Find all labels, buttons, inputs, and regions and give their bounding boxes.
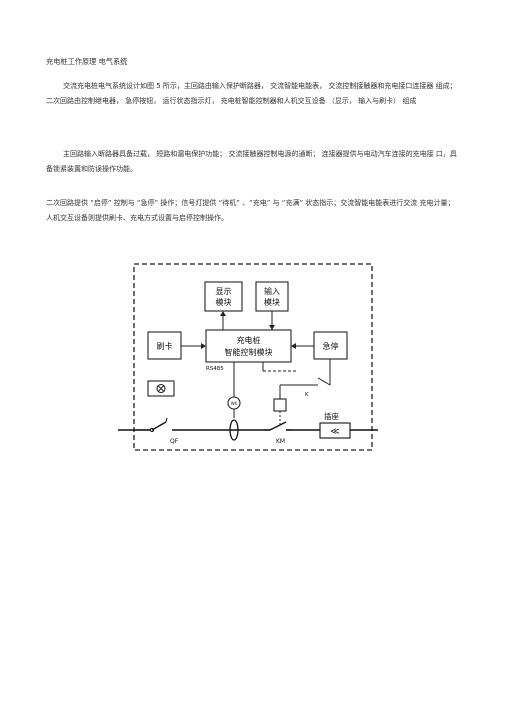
paragraph-system-composition: 交流充电桩电气系统设计如图 5 所示，主回路由输入保护断路器， 交流智能电能表，… — [46, 82, 457, 105]
energy-meter-symbol: Wh — [231, 401, 238, 406]
arrowhead-card — [201, 343, 206, 349]
display-module-label-line2: 模块 — [216, 297, 232, 307]
diagram-svg: 显示 模块 输入 模块 充电桩 智能控制模块 刷卡 急停 — [118, 263, 378, 451]
card-reader-box — [147, 331, 182, 360]
enclosure-dashed-border — [133, 263, 373, 451]
km-coil-box — [273, 398, 287, 412]
controller-label-line1: 充电桩 — [237, 335, 261, 345]
km-label: KM — [276, 438, 285, 445]
controller-box — [205, 329, 292, 363]
input-module-box — [255, 281, 289, 312]
relay-k-contact — [317, 377, 331, 386]
emergency-stop-box — [313, 331, 348, 360]
rs485-label: RS485 — [206, 366, 224, 372]
paragraph-main-circuit: 主回路输入断路器具备过载， 短路和漏电保护功能； 交流接触器控制电源的通断； 连… — [46, 150, 457, 173]
current-transformer-icon — [229, 419, 239, 441]
relay-k-label: K — [305, 392, 309, 398]
arrowhead-estop — [291, 343, 296, 349]
qf-label: QF — [170, 438, 179, 445]
document-title: 充电桩工作原理 电气系统 — [46, 57, 128, 66]
indicator-lamp-cross-b — [157, 385, 165, 392]
socket-label: 插座 — [324, 411, 339, 421]
input-module-label-line2: 模块 — [264, 297, 280, 307]
qf-actuator — [165, 417, 168, 423]
socket-box — [319, 422, 351, 439]
input-module-label-line1: 输入 — [264, 286, 280, 296]
qf-switch-blade — [151, 421, 167, 431]
arrowhead-controller-top — [269, 325, 275, 330]
km-gap — [264, 426, 292, 434]
display-module-box — [204, 281, 243, 312]
emergency-stop-label: 急停 — [323, 341, 339, 351]
card-reader-label: 刷卡 — [157, 341, 173, 351]
electrical-system-diagram: 显示 模块 输入 模块 充电桩 智能控制模块 刷卡 急停 — [118, 258, 378, 458]
display-module-label-line1: 显示 — [216, 287, 232, 296]
controller-label-line2: 智能控制模块 — [225, 347, 273, 357]
socket-icon: ≪ — [330, 427, 339, 437]
km-switch-blade — [269, 421, 287, 431]
paragraph-secondary-circuit: 二次回路提供 “启停” 控制与 “急停” 操作；信号灯提供 “待机” 、“充电”… — [46, 199, 455, 222]
arrowhead-display — [220, 311, 226, 316]
